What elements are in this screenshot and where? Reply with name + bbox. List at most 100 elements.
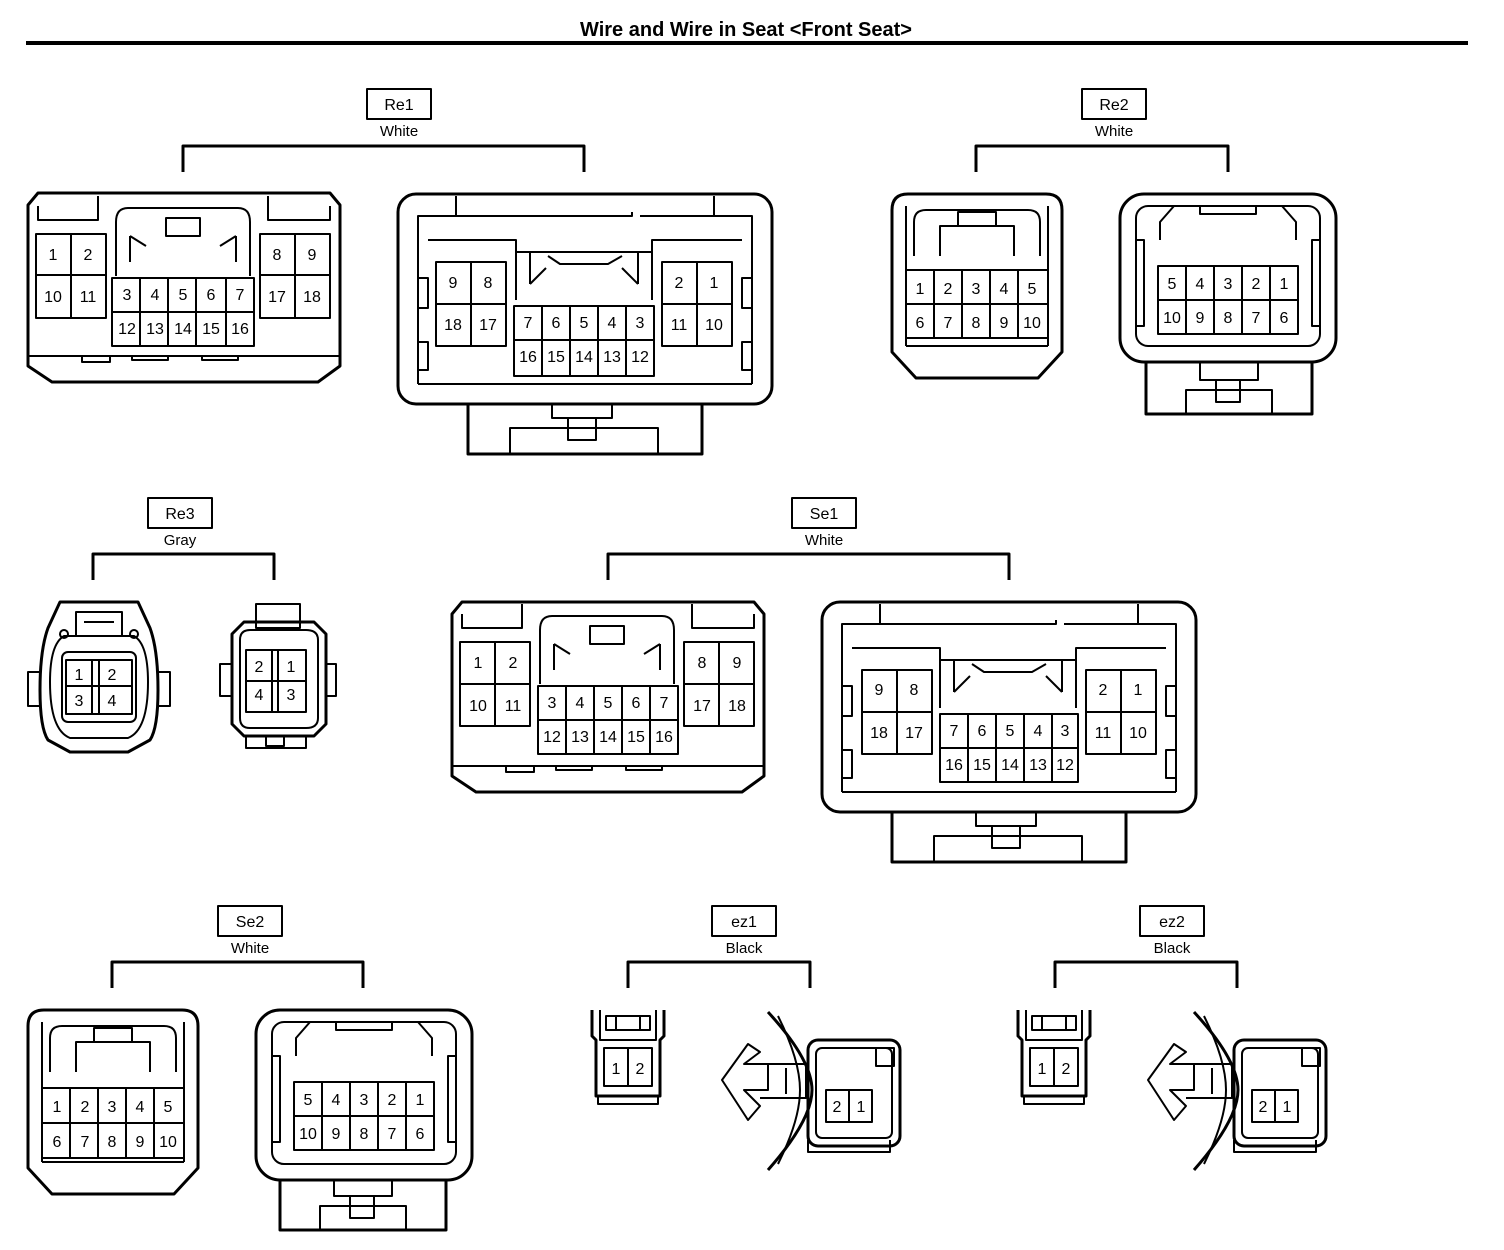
pin-number: 7 — [944, 315, 953, 332]
pin-number: 16 — [231, 321, 249, 338]
connector-ez1: ez1 Black 1 2 2 1 — [590, 905, 902, 1171]
pin-number: 3 — [1061, 723, 1070, 740]
pin-number: 1 — [75, 667, 84, 684]
se1-male-connector — [820, 600, 1198, 864]
connector-code: Re3 — [165, 506, 194, 523]
pairing-bracket — [1053, 960, 1239, 988]
se2-male-connector — [254, 1008, 474, 1232]
pin-number: 14 — [1001, 757, 1019, 774]
pin-number: 6 — [632, 695, 641, 712]
page-title: Wire and Wire in Seat <Front Seat> — [580, 19, 912, 41]
pin-number: 18 — [870, 725, 888, 742]
pin-number: 11 — [671, 317, 688, 334]
pairing-bracket — [606, 552, 1011, 580]
re2-female-pins: 1 2 3 4 5 6 7 8 9 10 — [916, 281, 1041, 332]
pin-number: 1 — [1134, 682, 1143, 699]
ez2-male-pins: 2 1 — [1259, 1099, 1292, 1116]
connector-ez2: ez2 Black 1 2 2 1 — [1016, 905, 1328, 1171]
wire-color-label: White — [231, 940, 269, 957]
pin-number: 10 — [469, 698, 487, 715]
pin-number: 2 — [675, 275, 684, 292]
pin-number: 5 — [164, 1099, 173, 1116]
pin-number: 3 — [636, 315, 645, 332]
pin-number: 12 — [543, 729, 561, 746]
pin-grid-lines — [35, 233, 107, 319]
pin-number: 2 — [81, 1099, 90, 1116]
connector-re3: Re3 Gray 1 2 3 4 2 1 — [27, 497, 337, 754]
pin-number: 3 — [108, 1099, 117, 1116]
pin-number: 1 — [1283, 1099, 1292, 1116]
pin-number: 1 — [474, 655, 483, 672]
pin-number: 4 — [608, 315, 617, 332]
wire-color-label: Black — [726, 940, 763, 957]
pin-number: 2 — [636, 1061, 645, 1078]
pin-number: 10 — [1163, 310, 1181, 327]
pin-number: 8 — [273, 247, 282, 264]
pin-number: 8 — [108, 1134, 117, 1151]
pin-number: 5 — [304, 1092, 313, 1109]
pin-number: 10 — [1023, 315, 1041, 332]
pin-number: 2 — [108, 667, 117, 684]
pin-number: 16 — [519, 349, 537, 366]
ez1-male-pins: 2 1 — [833, 1099, 866, 1116]
pin-number: 8 — [360, 1126, 369, 1143]
re1-male-pins: 9 8 2 1 18 17 11 10 7 6 5 4 3 16 15 14 1… — [444, 275, 723, 366]
pin-number: 12 — [631, 349, 649, 366]
pin-number: 6 — [416, 1126, 425, 1143]
pairing-bracket — [181, 144, 586, 172]
pin-number: 4 — [136, 1099, 145, 1116]
connector-code: ez2 — [1159, 914, 1185, 931]
pin-number: 17 — [693, 698, 711, 715]
pairing-bracket — [110, 960, 365, 988]
pin-number: 5 — [179, 287, 188, 304]
pin-number: 2 — [944, 281, 953, 298]
pin-number: 4 — [332, 1092, 341, 1109]
pin-number: 13 — [1029, 757, 1047, 774]
pin-number: 6 — [207, 287, 216, 304]
pin-number: 15 — [547, 349, 565, 366]
pin-number: 1 — [857, 1099, 866, 1116]
re1-male-connector — [396, 192, 774, 456]
connector-code: Se1 — [810, 506, 839, 523]
pin-number: 1 — [53, 1099, 62, 1116]
pin-number: 2 — [388, 1092, 397, 1109]
pin-number: 14 — [575, 349, 593, 366]
pin-number: 13 — [146, 321, 164, 338]
pin-number: 18 — [728, 698, 746, 715]
re2-male-pins: 5 4 3 2 1 10 9 8 7 6 — [1163, 276, 1288, 327]
pin-number: 3 — [287, 687, 296, 704]
wire-color-label: Gray — [164, 532, 197, 549]
pin-number: 4 — [255, 687, 264, 704]
ez2-male-connector — [1147, 1010, 1328, 1171]
pin-number: 1 — [710, 275, 719, 292]
pin-number: 4 — [1034, 723, 1043, 740]
pin-number: 17 — [479, 317, 497, 334]
pin-number: 2 — [1099, 682, 1108, 699]
pin-number: 3 — [548, 695, 557, 712]
pin-number: 10 — [159, 1134, 177, 1151]
pin-number: 6 — [552, 315, 561, 332]
pin-number: 18 — [444, 317, 462, 334]
pin-number: 11 — [505, 698, 522, 715]
pin-number: 16 — [655, 729, 673, 746]
pin-number: 17 — [905, 725, 923, 742]
pin-number: 7 — [388, 1126, 397, 1143]
pin-number: 17 — [268, 289, 286, 306]
pin-number: 9 — [733, 655, 742, 672]
pin-number: 7 — [524, 315, 533, 332]
pin-number: 15 — [202, 321, 220, 338]
ez1-male-connector — [721, 1010, 902, 1171]
connector-se1: Se1 White 1 2 8 9 10 11 17 18 3 4 5 6 — [450, 497, 1198, 864]
pin-number: 3 — [360, 1092, 369, 1109]
connector-code: ez1 — [731, 914, 757, 931]
pin-number: 7 — [236, 287, 245, 304]
pairing-bracket — [974, 144, 1230, 172]
pin-number: 5 — [1168, 276, 1177, 293]
pin-number: 13 — [603, 349, 621, 366]
re2-male-connector — [1118, 192, 1338, 416]
connector-code: Re2 — [1099, 97, 1128, 114]
pin-number: 1 — [1280, 276, 1289, 293]
pin-number: 8 — [1224, 310, 1233, 327]
pairing-bracket — [626, 960, 812, 988]
